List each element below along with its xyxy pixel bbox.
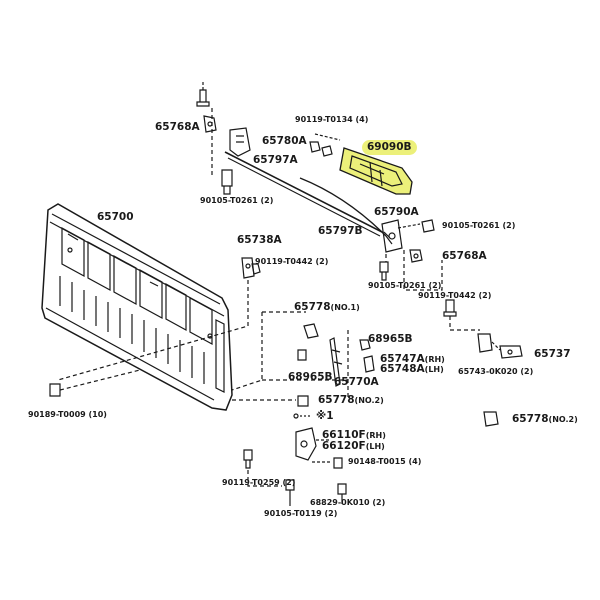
label-65778-no2-right-sub: (NO.2) <box>548 415 578 424</box>
label-65768a-right: 65768A <box>442 250 487 262</box>
label-65700: 65700 <box>97 211 134 223</box>
mid-left-fasteners <box>57 257 261 381</box>
label-66110f-sub: (RH) <box>365 431 386 440</box>
label-65768a-top: 65768A <box>155 121 200 133</box>
label-65778-no2-right-part: 65778 <box>512 413 549 425</box>
label-90189-t0009: 90189-T0009 (10) <box>28 410 107 419</box>
misc-fasteners <box>49 369 499 427</box>
label-68965b-left: 68965B <box>288 371 333 383</box>
label-90105-t0261-left: 90105-T0261 (2) <box>200 196 274 205</box>
label-90105-t0261-mid: 90105-T0261 (2) <box>368 281 442 290</box>
label-65778-no2-right: 65778(NO.2) <box>512 414 578 425</box>
center-latch-assembly <box>231 311 375 506</box>
label-66120f-sub: (LH) <box>365 442 385 451</box>
label-90105-t0261-right: 90105-T0261 (2) <box>442 221 516 230</box>
label-65747a-sub: (RH) <box>424 355 445 364</box>
label-65778-no2-mid-sub: (NO.2) <box>354 396 384 405</box>
label-66120f-part: 66120F <box>322 440 366 452</box>
label-65778-no2-mid-part: 65778 <box>318 394 355 406</box>
label-66120f: 66120F(LH) <box>322 441 385 452</box>
label-90119-t0134: 90119-T0134 (4) <box>295 115 369 124</box>
handle-housing-69090b <box>339 147 413 195</box>
label-65748a-part: 65748A <box>380 363 425 375</box>
tailgate-panel <box>41 203 233 411</box>
label-69090b: 69090B <box>362 140 417 155</box>
label-65770a: 65770A <box>334 376 379 388</box>
label-65797a: 65797A <box>253 154 298 166</box>
label-65778-no1-sub: (NO.1) <box>330 303 360 312</box>
label-65778-no1: 65778(NO.1) <box>294 302 360 313</box>
label-66110f-part: 66110F <box>322 429 366 441</box>
label-68829-0k010: 68829-0K010 (2) <box>310 498 386 507</box>
label-65790a: 65790A <box>374 206 419 218</box>
label-68965b-right: 68965B <box>368 333 413 345</box>
label-65778-no1-part: 65778 <box>294 301 331 313</box>
label-90105-t0119: 90105-T0119 (2) <box>264 509 338 518</box>
label-65748a: 65748A(LH) <box>380 364 444 375</box>
label-90119-t0442-left: 90119-T0442 (2) <box>255 257 329 266</box>
label-90119-t0259: 90119-T0259 (2) <box>222 478 296 487</box>
label-65738a: 65738A <box>237 234 282 246</box>
label-90148-t0015: 90148-T0015 (4) <box>348 457 422 466</box>
right-striker <box>443 299 523 359</box>
label-65780a: 65780A <box>262 135 307 147</box>
label-65737: 65737 <box>534 348 571 360</box>
label-65797b: 65797B <box>318 225 363 237</box>
label-note-1: ※1 <box>316 410 334 422</box>
label-65743-0k020: 65743-0K020 (2) <box>458 367 534 376</box>
label-65748a-sub: (LH) <box>424 365 444 374</box>
label-90119-t0442-right: 90119-T0442 (2) <box>418 291 492 300</box>
label-65747a-part: 65747A <box>380 353 425 365</box>
label-65778-no2-mid: 65778(NO.2) <box>318 395 384 406</box>
top-rod-assembly <box>196 82 443 291</box>
label-66110f: 66110F(RH) <box>322 430 386 441</box>
label-65747a: 65747A(RH) <box>380 354 445 365</box>
